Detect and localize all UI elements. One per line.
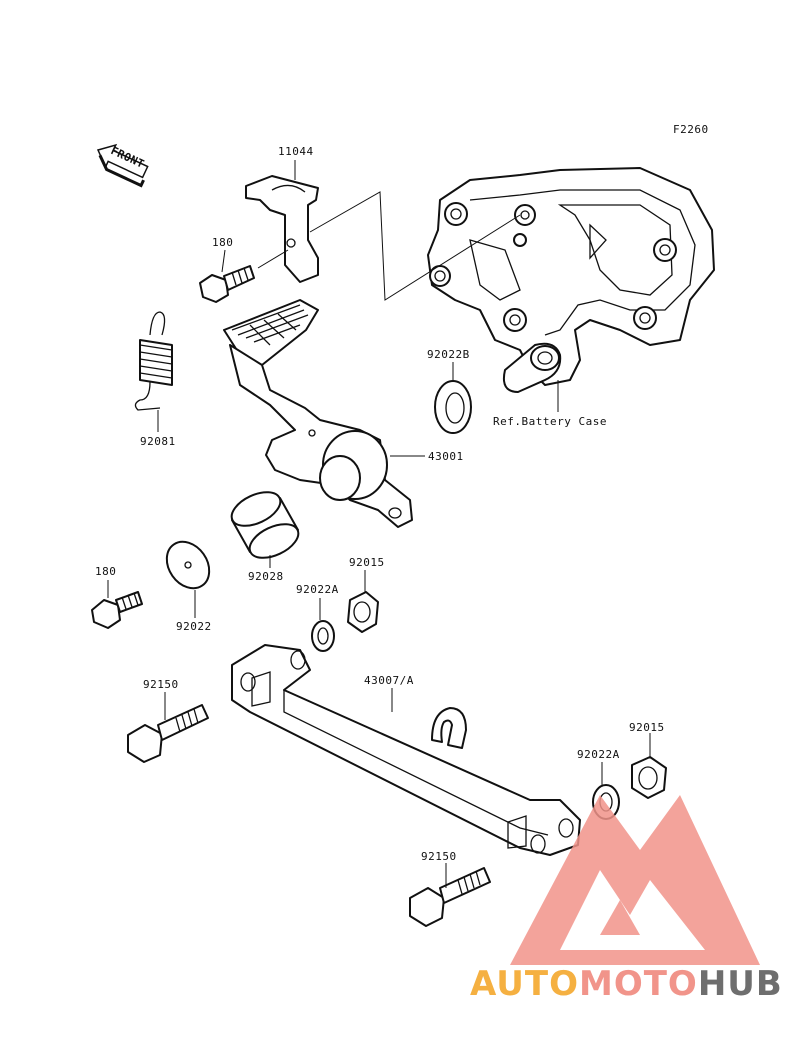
label-43007A: 43007/A	[364, 674, 414, 687]
part-11044-bracket	[245, 175, 319, 283]
part-92015-nut-top	[347, 591, 379, 633]
watermark-hub: HUB	[698, 964, 783, 1004]
label-180-bottom: 180	[95, 565, 116, 578]
label-92022B: 92022B	[427, 348, 470, 361]
label-92015-bottom: 92015	[629, 721, 665, 734]
watermark-auto: AUTO	[470, 964, 579, 1004]
label-92150-bottom: 92150	[421, 850, 457, 863]
label-92081: 92081	[140, 435, 176, 448]
part-43007A-rod	[231, 644, 581, 856]
part-92081-spring	[134, 311, 173, 411]
part-43001-brake-pedal	[223, 299, 413, 528]
label-92022A-bottom: 92022A	[577, 748, 620, 761]
label-11044: 11044	[278, 145, 314, 158]
label-92022A-top: 92022A	[296, 583, 339, 596]
part-92150-bolt-bottom	[409, 867, 491, 927]
part-92150-bolt-top	[127, 704, 209, 763]
reference-note: Ref.Battery Case	[493, 415, 607, 428]
label-92015-top: 92015	[349, 556, 385, 569]
watermark-moto: MOTO	[579, 964, 698, 1004]
svg-text:AUTOMOTOHUB: AUTOMOTOHUB	[470, 964, 783, 1004]
part-92028-collar	[230, 491, 300, 559]
battery-case-frame	[427, 167, 715, 393]
label-43001: 43001	[428, 450, 464, 463]
part-180-bolt-top	[199, 265, 255, 303]
watermark-logo	[510, 795, 760, 965]
label-92150-top: 92150	[143, 678, 179, 691]
watermark-text: AUTOMOTOHUB	[470, 964, 783, 1004]
part-92022A-washer-top	[311, 620, 335, 652]
part-92022-washer	[165, 540, 211, 590]
part-92015-nut-bottom	[631, 756, 667, 799]
part-180-bolt-bottom	[91, 591, 143, 629]
label-92028: 92028	[248, 570, 284, 583]
label-92022: 92022	[176, 620, 212, 633]
part-92022B-washer	[434, 380, 472, 434]
label-180-top: 180	[212, 236, 233, 249]
figure-code: F2260	[673, 123, 709, 136]
front-arrow-icon	[96, 143, 149, 188]
